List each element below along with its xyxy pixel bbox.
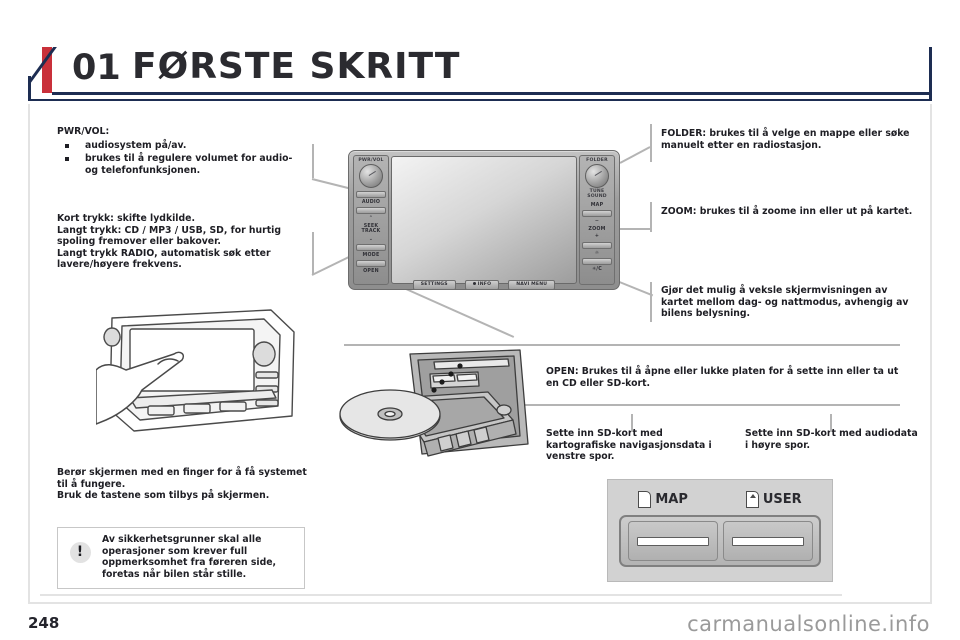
header-rule-top [52,92,932,95]
page-border-right [930,104,932,604]
seek-track-button-label: SEEK TRACK [361,223,381,235]
page-border-bottom [28,602,932,604]
page-border-left [28,104,30,604]
leader-line [600,228,652,230]
sd-card-icon [745,491,759,508]
section-divider [344,404,900,406]
sd-slot-map-label-group: MAP [638,491,688,508]
warning-exclamation-icon: ! [62,533,98,571]
pwr-vol-knob-label: PWR/VOL [358,158,384,163]
list-item: brukes til å regulere volumet for audio-… [57,153,307,176]
callout-zoom: ZOOM: brukes til å zoome inn eller ut på… [661,206,913,217]
callout-pwr-vol: PWR/VOL: audiosystem på/av. brukes til å… [57,126,307,176]
section-divider [344,344,900,346]
leader-line [312,144,314,178]
leader-line [830,414,832,432]
sun-moon-icon: ☼ [594,250,600,256]
zoom-plus-icon: + [594,234,600,240]
folder-knob-label: FOLDER [586,158,608,163]
touchscreen-hand-illustration [95,298,306,443]
settings-button[interactable]: SETTINGS [412,279,456,290]
safety-warning-text: Av sikkerhetsgrunner skal alle operasjon… [102,534,277,580]
callout-sd-right-slot: Sette inn SD-kort med audiodata i høyre … [745,428,918,451]
seek-track-button[interactable] [356,207,386,215]
map-button[interactable] [582,210,612,218]
sd-slot-openings [619,515,821,567]
sd-slot-user-opening [731,536,804,546]
page-number: 248 [28,614,60,632]
audio-button[interactable] [356,191,386,198]
info-dot-icon [472,282,476,285]
list-item: audiosystem på/av. [57,140,307,152]
info-button[interactable]: INFO [464,279,500,290]
sd-slot-labels: MAP USER [638,491,802,508]
sd-card-icon [638,491,652,508]
sd-slot-user-label: USER [762,492,802,507]
callout-line: Berør skjermen med en finger for å få sy… [57,467,307,490]
audio-button-label: AUDIO [361,200,381,205]
open-button[interactable] [356,260,386,268]
head-unit-left-controls: PWR/VOL AUDIO ⌃ SEEK TRACK ⌄ MODE OPEN [353,155,389,285]
callout-seek-track: Kort trykk: skifte lydkilde. Langt trykk… [57,213,307,271]
callout-line: Bruk de tastene som tilbys på skjermen. [57,490,270,502]
safety-warning-box: ! Av sikkerhetsgrunner skal alle operasj… [57,527,305,589]
header-diagonal-rule [28,47,62,93]
zoom-button[interactable] [582,241,612,249]
header-rule-bottom [28,99,932,101]
map-button-label: MAP [590,203,604,208]
leader-line [650,124,652,162]
leader-line [405,288,515,338]
callout-folder: FOLDER: brukes til å velge en mappe elle… [661,128,910,151]
header-right-rule [929,47,932,100]
tune-sound-label: TUNE SOUND [587,189,607,199]
callout-line: Langt trykk: CD / MP3 / USB, SD, for hur… [57,224,282,248]
leader-line [650,202,652,232]
navi-menu-button[interactable]: NAVI MENU [508,279,556,290]
cd-drive-illustration [338,338,548,473]
page-border-inner-bottom [40,594,842,596]
head-unit-bottom-buttons: SETTINGS INFO NAVI MENU [387,278,581,291]
head-unit-illustration: PWR/VOL AUDIO ⌃ SEEK TRACK ⌄ MODE OPEN F… [348,150,620,290]
sd-slot-map-label: MAP [655,492,688,507]
day-night-button[interactable] [582,258,612,266]
info-button-label: INFO [477,282,492,287]
leader-line [631,414,633,432]
pwr-vol-knob[interactable] [359,164,383,188]
sd-slot-map-opening [636,536,709,546]
seek-down-icon: ⌄ [368,236,374,242]
header-left-rule [28,76,31,100]
callout-line: Langt trykk RADIO, automatisk søk etter … [57,247,271,271]
callout-line: Kort trykk: skifte lydkilde. [57,213,195,224]
star-c-button-label: ✳/C [592,267,602,273]
leader-line [619,146,651,164]
zoom-button-label: ZOOM [588,226,606,232]
callout-open: OPEN: Brukes til å åpne eller lukke plat… [546,366,899,389]
sd-slot-map[interactable] [627,521,718,561]
folder-tune-knob[interactable] [585,164,609,188]
callout-pwr-vol-list: audiosystem på/av. brukes til å regulere… [57,140,307,177]
callout-pwr-vol-label: PWR/VOL: [57,126,110,137]
open-button-label: OPEN [363,269,379,275]
sd-slot-user[interactable] [722,521,813,561]
callout-sd-left-slot: Sette inn SD-kort med kartografiske navi… [546,428,712,463]
sd-slot-user-label-group: USER [745,491,802,508]
chapter-number: 01 [72,48,121,88]
callout-touchscreen: Berør skjermen med en finger for å få sy… [57,467,307,502]
sd-card-slot-panel: MAP USER [607,479,833,582]
leader-line [312,232,314,274]
callout-day-night: Gjør det mulig å veksle skjermvisningen … [661,285,909,320]
head-unit-right-controls: FOLDER TUNE SOUND MAP − ZOOM + ☼ ✳/C [579,155,615,285]
leader-line [650,282,652,322]
page-title: FØRSTE SKRITT [132,46,461,87]
zoom-minus-icon: − [594,219,600,225]
head-unit-touchscreen[interactable] [391,156,577,284]
mode-button-label: MODE [362,253,380,259]
site-watermark: carmanualsonline.info [687,612,930,636]
mode-button[interactable] [356,244,386,252]
seek-up-icon: ⌃ [368,216,374,222]
